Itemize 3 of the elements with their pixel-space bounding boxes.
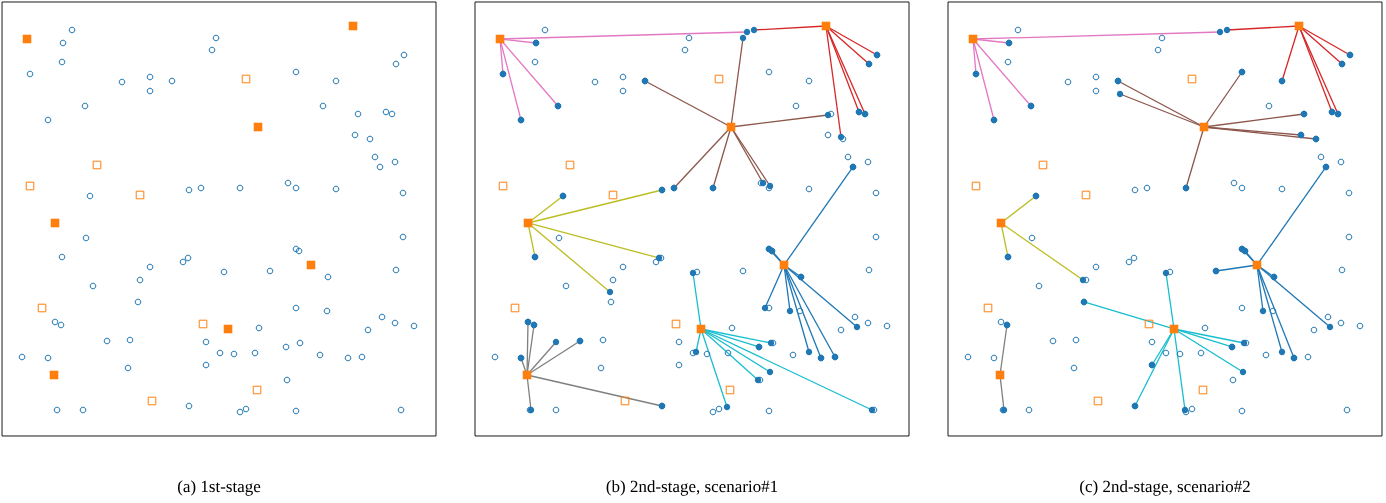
caption: (c) 2nd-stage, scenario#2 bbox=[1080, 480, 1250, 496]
caption: (a) 1st-stage bbox=[178, 480, 261, 496]
caption: (b) 2nd-stage, scenario#1 bbox=[606, 480, 778, 496]
